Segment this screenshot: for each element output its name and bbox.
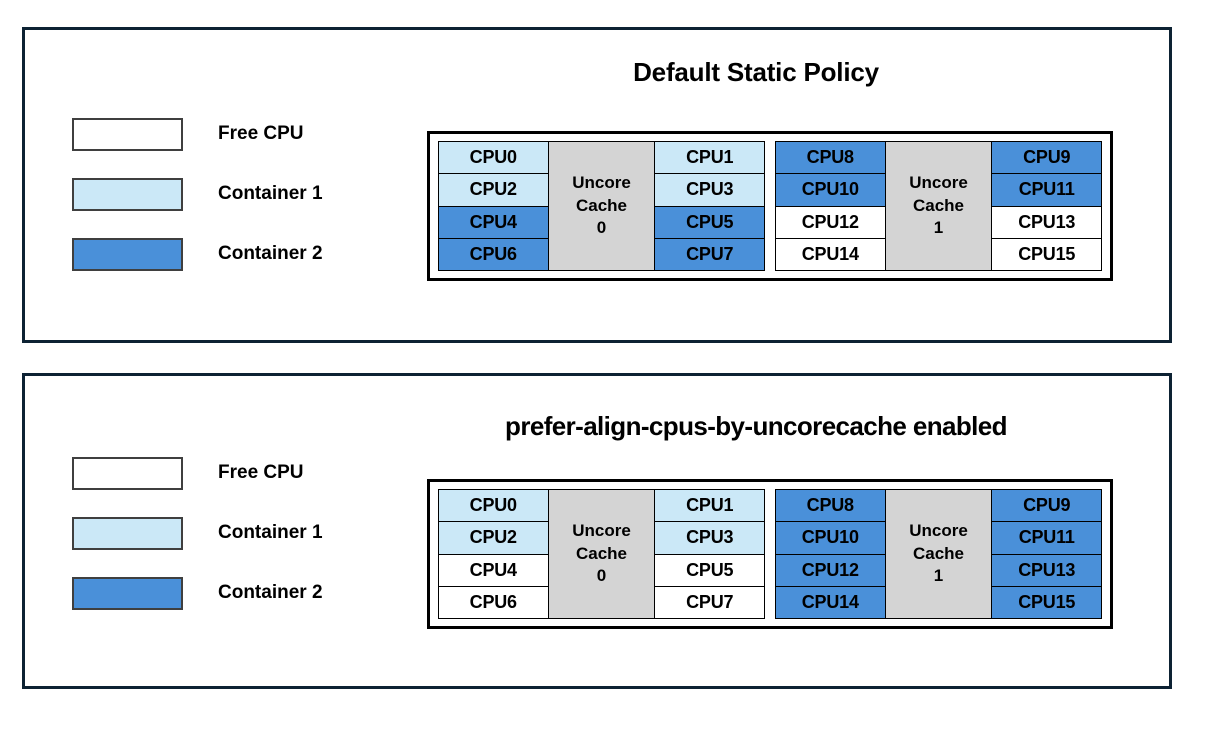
legend-row-container-2: Container 2 <box>50 563 380 623</box>
uncore-cache-block-1: Uncore Cache 1 <box>884 142 993 270</box>
panel-title-prefer-align-cpus-by-uncorecache: prefer-align-cpus-by-uncorecache enabled <box>505 411 1008 441</box>
cpu-column-right-cache0: CPU1 CPU3 CPU5 CPU7 <box>655 142 764 270</box>
cpu-cell: CPU12 <box>776 206 885 239</box>
legend-label-container-2: Container 2 <box>218 582 323 603</box>
uncore-cache-group-1: CPU8 CPU10 CPU12 CPU14 Uncore Cache 1 CP… <box>775 489 1102 619</box>
cpu-cell: CPU6 <box>439 238 548 270</box>
legend-row-container-1: Container 1 <box>50 164 380 224</box>
cpu-topology-diagram-default-static-policy: CPU0 CPU2 CPU4 CPU6 Uncore Cache 0 CPU1 … <box>427 131 1113 281</box>
legend-swatch-container-1 <box>72 177 183 211</box>
legend-default-static-policy: Free CPU Container 1 Container 2 <box>50 104 380 284</box>
cpu-cell: CPU5 <box>655 554 764 587</box>
uncore-cache-label-line-1: Uncore <box>572 173 631 193</box>
cpu-cell: CPU4 <box>439 554 548 587</box>
uncore-cache-block-1: Uncore Cache 1 <box>884 490 993 618</box>
legend-swatch-container-2 <box>72 576 183 610</box>
legend-label-container-1: Container 1 <box>218 522 323 543</box>
cpu-cell: CPU10 <box>776 522 885 555</box>
cpu-cell: CPU14 <box>776 238 885 270</box>
cpu-column-left-cache1: CPU8 CPU10 CPU12 CPU14 <box>776 490 885 618</box>
legend-label-free-cpu: Free CPU <box>218 462 304 483</box>
cpu-cell: CPU0 <box>439 490 548 523</box>
legend-row-free-cpu: Free CPU <box>50 104 380 164</box>
legend-prefer-align-cpus-by-uncorecache: Free CPU Container 1 Container 2 <box>50 443 380 623</box>
cpu-cell: CPU2 <box>439 174 548 207</box>
cpu-cell: CPU6 <box>439 586 548 618</box>
cpu-cell: CPU12 <box>776 554 885 587</box>
legend-row-container-1: Container 1 <box>50 503 380 563</box>
cpu-column-left-cache1: CPU8 CPU10 CPU12 CPU14 <box>776 142 885 270</box>
cpu-cell: CPU4 <box>439 206 548 239</box>
legend-swatch-container-2 <box>72 237 183 271</box>
panel-title-default-static-policy: Default Static Policy <box>633 57 879 87</box>
uncore-cache-index: 0 <box>596 566 607 586</box>
uncore-cache-group-0: CPU0 CPU2 CPU4 CPU6 Uncore Cache 0 CPU1 … <box>438 489 765 619</box>
uncore-cache-label-line-2: Cache <box>912 195 965 215</box>
cpu-cell: CPU13 <box>992 554 1101 587</box>
uncore-cache-group-1: CPU8 CPU10 CPU12 CPU14 Uncore Cache 1 CP… <box>775 141 1102 271</box>
uncore-cache-block-0: Uncore Cache 0 <box>547 490 656 618</box>
uncore-cache-label-line-1: Uncore <box>909 521 968 541</box>
cpu-cell: CPU5 <box>655 206 764 239</box>
cpu-column-right-cache1: CPU9 CPU11 CPU13 CPU15 <box>992 142 1101 270</box>
cpu-cell: CPU15 <box>992 238 1101 270</box>
legend-label-free-cpu: Free CPU <box>218 123 304 144</box>
cpu-column-left-cache0: CPU0 CPU2 CPU4 CPU6 <box>439 142 548 270</box>
uncore-cache-label-line-2: Cache <box>575 195 628 215</box>
cpu-cell: CPU8 <box>776 490 885 523</box>
legend-label-container-2: Container 2 <box>218 243 323 264</box>
uncore-cache-index: 0 <box>596 218 607 238</box>
cpu-cell: CPU14 <box>776 586 885 618</box>
cpu-cell: CPU7 <box>655 586 764 618</box>
legend-swatch-container-1 <box>72 516 183 550</box>
legend-swatch-free-cpu <box>72 456 183 490</box>
cpu-cell: CPU9 <box>992 490 1101 523</box>
cpu-cell: CPU11 <box>992 522 1101 555</box>
cpu-cell: CPU13 <box>992 206 1101 239</box>
uncore-cache-group-0: CPU0 CPU2 CPU4 CPU6 Uncore Cache 0 CPU1 … <box>438 141 765 271</box>
legend-label-container-1: Container 1 <box>218 183 323 204</box>
cpu-cell: CPU15 <box>992 586 1101 618</box>
cpu-cell: CPU11 <box>992 174 1101 207</box>
cpu-cell: CPU1 <box>655 142 764 175</box>
cpu-cell: CPU7 <box>655 238 764 270</box>
cpu-cell: CPU1 <box>655 490 764 523</box>
legend-row-free-cpu: Free CPU <box>50 443 380 503</box>
cpu-cell: CPU8 <box>776 142 885 175</box>
cpu-column-left-cache0: CPU0 CPU2 CPU4 CPU6 <box>439 490 548 618</box>
cpu-cell: CPU3 <box>655 522 764 555</box>
cpu-cell: CPU3 <box>655 174 764 207</box>
cpu-cell: CPU2 <box>439 522 548 555</box>
cpu-column-right-cache1: CPU9 CPU11 CPU13 CPU15 <box>992 490 1101 618</box>
cpu-topology-diagram-prefer-align-cpus-by-uncorecache: CPU0 CPU2 CPU4 CPU6 Uncore Cache 0 CPU1 … <box>427 479 1113 629</box>
uncore-cache-block-0: Uncore Cache 0 <box>547 142 656 270</box>
legend-swatch-free-cpu <box>72 117 183 151</box>
uncore-cache-label-line-1: Uncore <box>909 173 968 193</box>
uncore-cache-label-line-2: Cache <box>575 543 628 563</box>
cpu-cell: CPU0 <box>439 142 548 175</box>
uncore-cache-index: 1 <box>933 566 944 586</box>
uncore-cache-label-line-1: Uncore <box>572 521 631 541</box>
uncore-cache-index: 1 <box>933 218 944 238</box>
cpu-column-right-cache0: CPU1 CPU3 CPU5 CPU7 <box>655 490 764 618</box>
cpu-cell: CPU9 <box>992 142 1101 175</box>
legend-row-container-2: Container 2 <box>50 224 380 284</box>
cpu-cell: CPU10 <box>776 174 885 207</box>
uncore-cache-label-line-2: Cache <box>912 543 965 563</box>
